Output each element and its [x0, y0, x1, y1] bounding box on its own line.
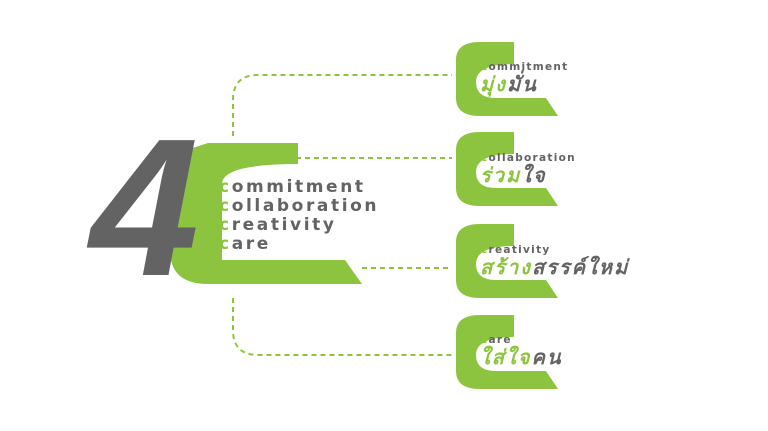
card-thai-creativity: สร้างสรรค์ใหม่ — [480, 254, 629, 280]
main-line-initial: c — [219, 215, 232, 235]
card-label-rest: reativity — [488, 244, 551, 256]
card-thai-gray: คน — [531, 345, 563, 369]
card-label-collaboration: collaboration — [481, 152, 576, 164]
card-thai-gray: ใจ — [521, 163, 547, 187]
card-label-rest: ollaboration — [488, 152, 576, 164]
card-thai-green: ร่วม — [480, 163, 522, 187]
card-bracket-shapes — [456, 42, 558, 389]
card-thai-care: ใส่ใจคน — [480, 344, 563, 370]
connector-care — [232, 298, 452, 356]
main-line-rest: ommitment — [231, 177, 366, 197]
main-line-rest: are — [231, 234, 271, 254]
card-label-creativity: creativity — [481, 244, 551, 256]
card-label-initial: c — [481, 244, 489, 256]
connector-commitment — [232, 74, 452, 136]
card-label-commitment: commitment — [481, 61, 569, 73]
main-line-commitment: commitment — [219, 178, 366, 197]
card-thai-green: มุ่ง — [480, 72, 507, 96]
card-bracket-creativity — [456, 224, 558, 298]
card-label-initial: c — [481, 61, 489, 73]
card-label-care: care — [481, 334, 512, 346]
connector-lines — [232, 74, 452, 356]
main-line-initial: c — [219, 196, 232, 216]
card-thai-green: สร้าง — [480, 255, 532, 279]
card-thai-collaboration: ร่วมใจ — [480, 162, 547, 188]
main-line-initial: c — [219, 234, 232, 254]
card-thai-commitment: มุ่งมั่น — [480, 71, 538, 97]
card-label-initial: c — [481, 334, 489, 346]
main-bracket-shape — [168, 143, 362, 284]
card-thai-gray: สรรค์ใหม่ — [531, 255, 630, 279]
card-thai-gray: มั่น — [506, 72, 538, 96]
card-bracket-commitment — [456, 42, 558, 116]
card-bracket-collaboration — [456, 132, 558, 206]
main-line-collaboration: collaboration — [219, 197, 379, 216]
card-thai-green: ใส่ใจ — [480, 345, 532, 369]
card-label-rest: ommitment — [488, 61, 569, 73]
main-line-rest: reativity — [231, 215, 337, 235]
main-line-rest: ollaboration — [231, 196, 380, 216]
main-line-creativity: creativity — [219, 216, 337, 235]
card-label-rest: are — [488, 334, 512, 346]
main-line-care: care — [219, 235, 271, 254]
numeral-four: 4 — [90, 98, 200, 317]
card-label-initial: c — [481, 152, 489, 164]
card-bracket-care — [456, 315, 558, 389]
main-line-initial: c — [219, 177, 232, 197]
